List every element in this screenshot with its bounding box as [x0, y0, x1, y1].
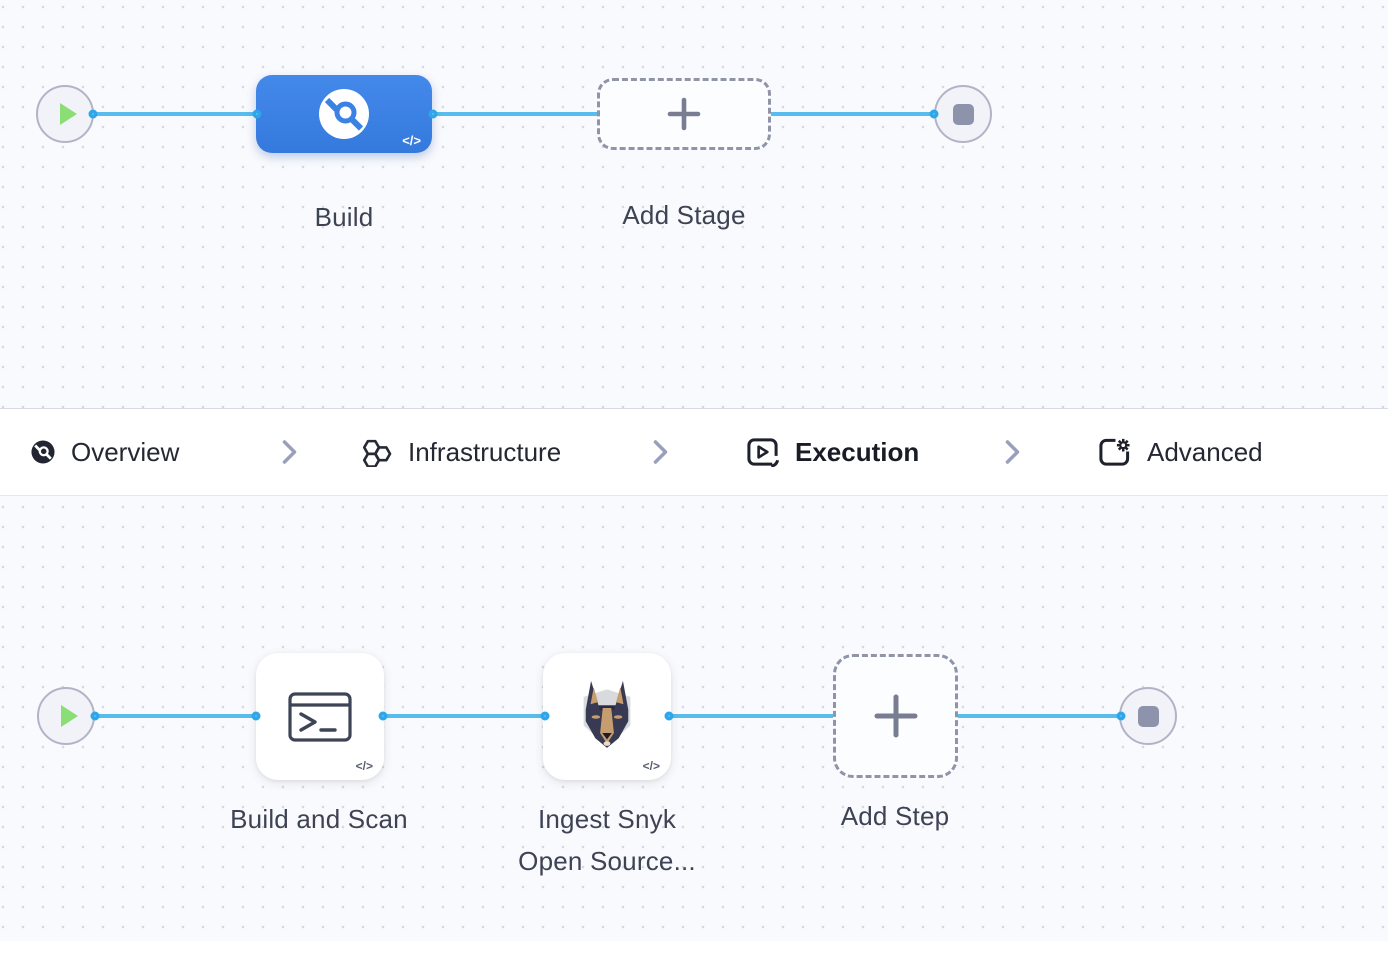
connector-point — [428, 109, 438, 119]
tab-advanced[interactable]: Advanced — [1098, 409, 1263, 495]
connector-point — [252, 109, 262, 119]
pipeline-end-node — [934, 85, 992, 143]
add-step-button[interactable] — [833, 654, 958, 778]
tab-advanced-label: Advanced — [1147, 436, 1263, 467]
build-stage-label: Build — [314, 202, 374, 232]
stop-icon — [952, 103, 974, 125]
chevron-right-icon — [652, 409, 669, 495]
connector-point — [664, 711, 674, 721]
add-step-label: Add Step — [840, 801, 950, 831]
stage-tab-bar: Overview Infrastructure Execution — [0, 408, 1388, 496]
play-window-icon — [747, 438, 779, 467]
build-and-scan-label: Build and Scan — [230, 804, 408, 834]
ci-overview-icon — [31, 440, 55, 464]
terminal-icon — [288, 691, 352, 742]
stop-icon — [1137, 705, 1159, 727]
ci-scan-icon — [319, 89, 369, 139]
execution-end-node — [1119, 687, 1177, 745]
pipeline-start-node — [36, 85, 94, 143]
tab-overview-label: Overview — [71, 436, 180, 467]
build-stage-node[interactable]: </> — [256, 75, 432, 153]
tab-infrastructure[interactable]: Infrastructure — [358, 409, 561, 495]
stage-canvas: </> Build Add Stage — [0, 0, 1388, 408]
code-badge: </> — [355, 759, 373, 773]
connector-point — [90, 711, 100, 721]
connector-point — [378, 711, 388, 721]
tab-execution-label: Execution — [795, 436, 920, 467]
execution-start-node — [37, 687, 95, 745]
plus-icon — [874, 694, 917, 738]
step-build-and-scan[interactable]: </> — [256, 653, 384, 780]
add-stage-label: Add Stage — [622, 200, 746, 230]
ingest-snyk-label-line1: Ingest Snyk — [537, 804, 677, 834]
tab-execution[interactable]: Execution — [746, 409, 919, 495]
ingest-snyk-label: Ingest Snyk Open Source... — [477, 798, 737, 882]
hexagons-icon — [362, 439, 392, 467]
code-badge: </> — [402, 133, 421, 148]
connector-line — [93, 112, 934, 116]
play-icon — [60, 705, 78, 727]
step-ingest-snyk[interactable]: </> — [543, 653, 671, 780]
plus-icon — [667, 97, 701, 131]
chevron-right-icon — [1004, 409, 1021, 495]
connector-point — [1116, 711, 1126, 721]
canvas-bottom-strip — [0, 941, 1388, 954]
add-stage-button[interactable] — [597, 78, 771, 150]
play-icon — [59, 103, 77, 125]
connector-point — [251, 711, 261, 721]
connector-point — [540, 711, 550, 721]
gear-icon — [1116, 438, 1130, 452]
tab-overview[interactable]: Overview — [31, 409, 179, 495]
ingest-snyk-label-line2: Open Source... — [518, 846, 696, 876]
tab-infrastructure-label: Infrastructure — [408, 436, 562, 467]
execution-canvas: </> </> Build and Scan Ingest Snyk — [0, 496, 1388, 954]
connector-point — [929, 109, 939, 119]
page-gear-icon — [1099, 438, 1130, 466]
snyk-doberman-icon — [583, 680, 631, 748]
connector-point — [88, 109, 98, 119]
code-badge: </> — [642, 759, 660, 773]
chevron-right-icon — [281, 409, 298, 495]
